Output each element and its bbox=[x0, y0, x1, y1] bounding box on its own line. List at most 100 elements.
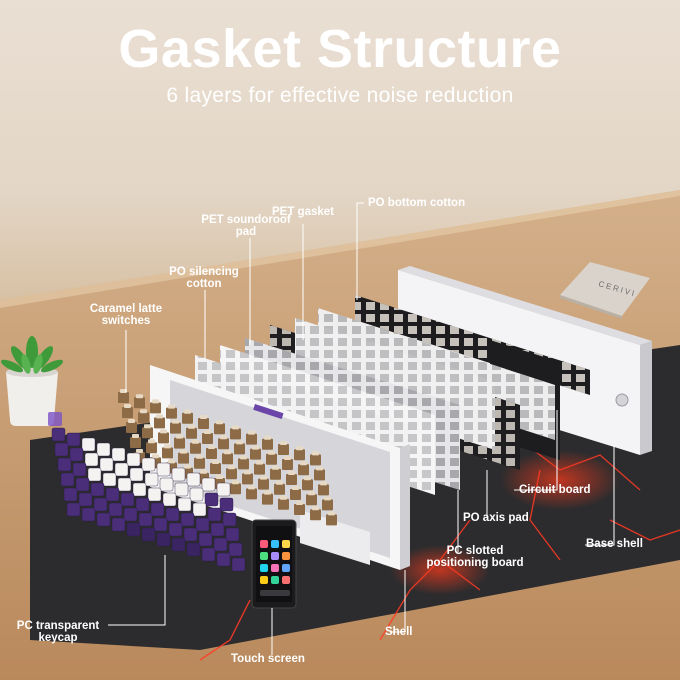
layer-keycaps bbox=[48, 412, 246, 572]
keycap bbox=[192, 502, 207, 517]
switch bbox=[226, 465, 237, 480]
keycap bbox=[87, 467, 102, 482]
app-tile bbox=[260, 564, 268, 572]
switch bbox=[162, 444, 173, 459]
switch bbox=[258, 475, 269, 490]
keycap bbox=[126, 452, 141, 467]
keycap bbox=[108, 502, 123, 517]
switch bbox=[306, 491, 317, 506]
switch bbox=[194, 454, 205, 469]
switch bbox=[254, 460, 265, 475]
keycap bbox=[204, 492, 219, 507]
switch bbox=[150, 399, 161, 414]
keycap bbox=[171, 467, 186, 482]
mat-glow-2 bbox=[390, 545, 490, 595]
switch bbox=[118, 389, 129, 403]
switch bbox=[182, 409, 193, 424]
switch bbox=[222, 450, 233, 465]
switch bbox=[146, 439, 157, 454]
keycap bbox=[54, 442, 69, 457]
switch bbox=[278, 441, 289, 455]
switch bbox=[202, 430, 213, 444]
keycap bbox=[171, 537, 186, 552]
app-tile bbox=[282, 552, 290, 560]
keycap bbox=[114, 462, 129, 477]
keycap bbox=[132, 482, 147, 497]
switch bbox=[130, 434, 141, 448]
layer-switches bbox=[118, 389, 337, 526]
keycap bbox=[81, 507, 96, 522]
app-tile bbox=[260, 576, 268, 584]
app-tile bbox=[260, 552, 268, 560]
switch bbox=[170, 419, 181, 434]
switch bbox=[274, 480, 285, 495]
keycap bbox=[96, 442, 111, 457]
keycap bbox=[111, 447, 126, 462]
keycap bbox=[198, 532, 213, 547]
switch bbox=[270, 465, 281, 480]
switch bbox=[122, 404, 133, 418]
switch bbox=[310, 506, 321, 521]
keycap bbox=[57, 457, 72, 472]
switch bbox=[218, 435, 229, 450]
keycap bbox=[66, 502, 81, 517]
app-tile bbox=[260, 540, 268, 548]
switch bbox=[138, 409, 149, 424]
switch bbox=[242, 470, 253, 485]
keycap bbox=[99, 457, 114, 472]
label-touch-screen: Touch screen bbox=[231, 653, 305, 665]
switch bbox=[230, 480, 241, 495]
keycap bbox=[210, 522, 225, 537]
page-subtitle: 6 layers for effective noise reduction bbox=[166, 84, 514, 107]
label-base-shell: Base shell bbox=[586, 538, 643, 550]
keycap bbox=[141, 457, 156, 472]
desk-edge bbox=[0, 190, 680, 308]
switch bbox=[310, 451, 321, 466]
keycap bbox=[207, 507, 222, 522]
switch bbox=[134, 394, 145, 409]
keycap bbox=[75, 477, 90, 492]
accent-keycap bbox=[48, 412, 62, 426]
app-tile bbox=[282, 540, 290, 548]
touch-screen-device bbox=[251, 519, 297, 609]
label-pc-slotted-board: PC slotted positioning board bbox=[426, 545, 524, 569]
keycap bbox=[63, 487, 78, 502]
keycap bbox=[186, 542, 201, 557]
keycap bbox=[126, 522, 141, 537]
plant bbox=[0, 336, 64, 426]
switch bbox=[154, 414, 165, 429]
keycap bbox=[156, 532, 171, 547]
keycap bbox=[222, 512, 237, 527]
switch bbox=[206, 445, 217, 459]
switch bbox=[238, 455, 249, 470]
keycap bbox=[111, 517, 126, 532]
keycap bbox=[168, 522, 183, 537]
keycap bbox=[219, 497, 234, 512]
switch bbox=[294, 501, 305, 515]
keycap bbox=[78, 492, 93, 507]
keycap bbox=[141, 527, 156, 542]
switch bbox=[158, 429, 169, 444]
label-caramel-switches: Caramel latte switches bbox=[89, 303, 163, 327]
switch bbox=[298, 461, 309, 476]
switch bbox=[318, 481, 329, 496]
switch bbox=[286, 471, 297, 485]
keycap bbox=[159, 477, 174, 492]
label-po-silencing-cotton: PO silencing cotton bbox=[169, 266, 239, 290]
keycap bbox=[156, 462, 171, 477]
switch bbox=[214, 420, 225, 435]
keycap bbox=[231, 557, 246, 572]
label-pc-transparent-keycap: PC transparent keycap bbox=[16, 620, 100, 644]
keycap bbox=[51, 427, 66, 442]
switch bbox=[250, 445, 261, 460]
switch bbox=[246, 430, 257, 445]
keycap bbox=[138, 512, 153, 527]
keycap bbox=[90, 482, 105, 497]
label-shell: Shell bbox=[385, 626, 413, 638]
app-tile bbox=[271, 576, 279, 584]
switch bbox=[166, 404, 177, 419]
switch bbox=[142, 424, 153, 439]
keycap bbox=[153, 517, 168, 532]
switch bbox=[302, 476, 313, 491]
